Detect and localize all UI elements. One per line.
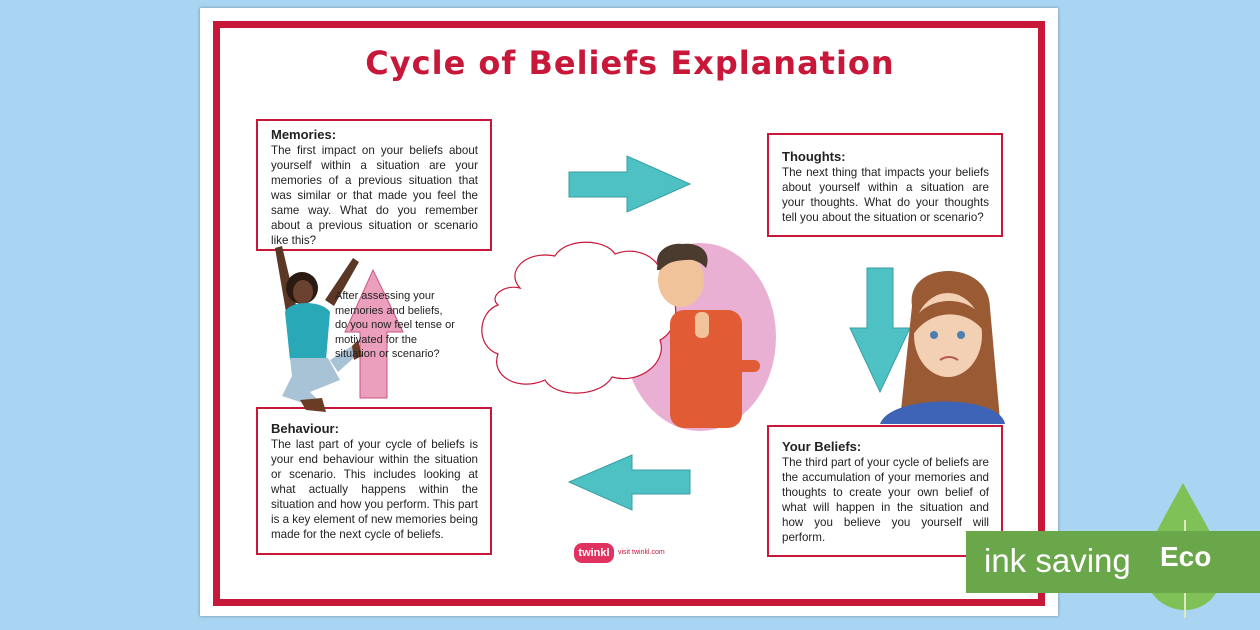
thoughts-text: The next thing that impacts your beliefs… bbox=[782, 166, 989, 224]
beliefs-text: The third part of your cycle of beliefs … bbox=[782, 456, 989, 544]
memories-heading: Memories: bbox=[271, 127, 337, 142]
ink-saving-label: ink saving bbox=[984, 542, 1131, 579]
eco-label: Eco bbox=[1160, 541, 1212, 572]
twinkl-logo: twinkl bbox=[574, 543, 614, 563]
memories-text: The first impact on your beliefs about y… bbox=[271, 144, 478, 247]
thoughts-heading: Thoughts: bbox=[782, 149, 846, 164]
behaviour-heading: Behaviour: bbox=[271, 421, 339, 436]
page-title: Cycle of Beliefs Explanation bbox=[365, 44, 895, 82]
behaviour-text: The last part of your cycle of beliefs i… bbox=[271, 438, 478, 541]
memories-box: Memories: The first impact on your belie… bbox=[256, 119, 492, 251]
beliefs-heading: Your Beliefs: bbox=[782, 439, 862, 454]
behaviour-box: Behaviour: The last part of your cycle o… bbox=[256, 407, 492, 555]
beliefs-box: Your Beliefs: The third part of your cyc… bbox=[767, 425, 1003, 557]
twinkl-url: visit twinkl.com bbox=[618, 549, 665, 556]
thought-cloud-text: After assessing your memories and belief… bbox=[335, 290, 455, 360]
ink-saving-badge: ink saving bbox=[966, 531, 1260, 593]
thoughts-box: Thoughts: The next thing that impacts yo… bbox=[767, 133, 1003, 237]
